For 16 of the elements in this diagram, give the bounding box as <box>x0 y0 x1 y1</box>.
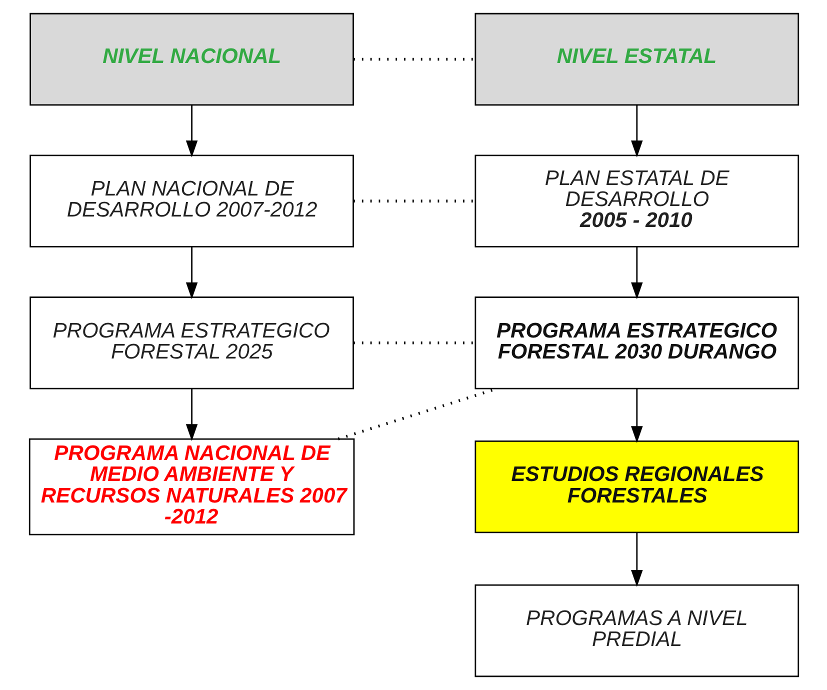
arrow <box>185 246 198 300</box>
arrow <box>630 246 642 300</box>
node-box: NIVEL ESTATAL <box>474 12 799 106</box>
arrow <box>630 532 642 587</box>
arrow <box>185 388 198 441</box>
node-box: PROGRAMA ESTRATEGICO FORESTAL 2025 <box>29 296 354 390</box>
node-box: PROGRAMA NACIONAL DE MEDIO AMBIENTE Y RECURSOS NATURALES 2007 -2012 <box>28 438 354 536</box>
node-box: PROGRAMAS A NIVEL PREDIAL <box>474 584 799 678</box>
node-box: PROGRAMA ESTRATEGICO FORESTAL 2030 DURANGO <box>474 296 799 390</box>
node-box: PLAN NACIONAL DE DESARROLLO 2007-2012 <box>29 154 354 248</box>
arrow <box>630 105 642 158</box>
node-box: NIVEL NACIONAL <box>29 12 354 106</box>
node-box: PLAN ESTATAL DE DESARROLLO 2005 - 2010 <box>474 154 799 248</box>
arrow <box>185 105 198 158</box>
arrow <box>630 388 642 443</box>
node-box: ESTUDIOS REGIONALES FORESTALES <box>474 440 799 534</box>
